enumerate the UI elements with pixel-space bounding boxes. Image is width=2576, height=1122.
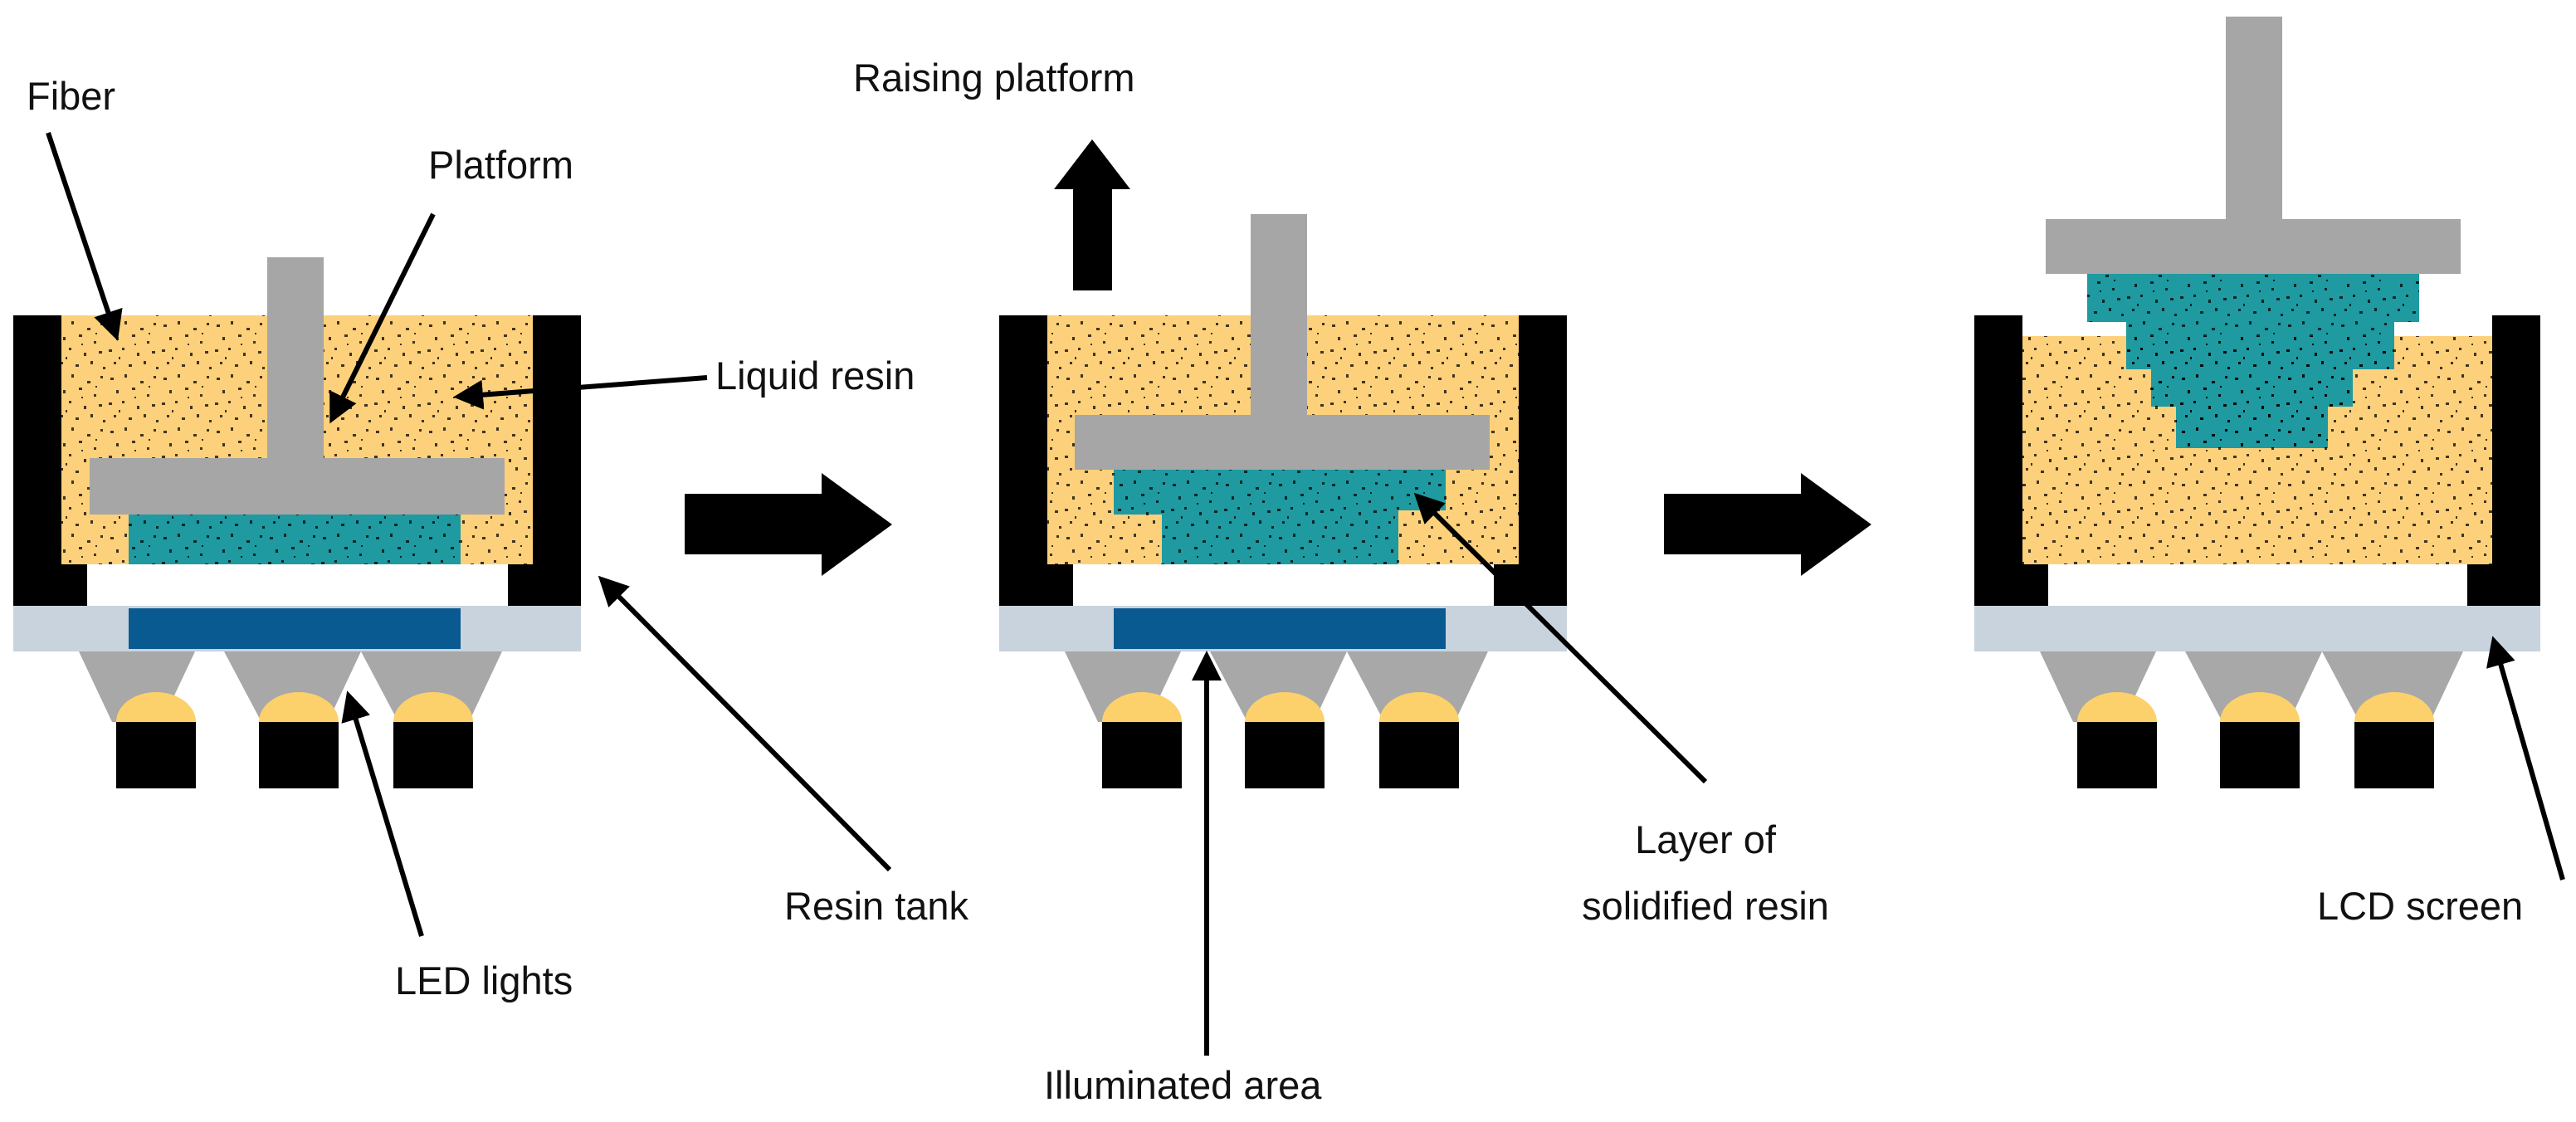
platform-shaft (2226, 17, 2282, 224)
platform-plate (2046, 219, 2461, 274)
process-arrow-2 (1664, 473, 1871, 576)
led-lights (2040, 651, 2463, 788)
resin-tank-right-wall (2467, 315, 2540, 606)
platform-shaft (267, 257, 324, 461)
resin-tank-right-wall (1494, 315, 1567, 606)
led-lights (1065, 651, 1488, 788)
raising-platform-arrow (1054, 139, 1130, 290)
label-solidified-resin: solidified resin (1582, 884, 1829, 928)
leader-resin-tank (598, 575, 892, 872)
resin-tank-left-wall (13, 315, 87, 606)
leader-led-lights (341, 690, 424, 937)
illuminated-area (129, 608, 461, 649)
label-raising-platform: Raising platform (853, 56, 1135, 100)
printed-part-speckle (2087, 274, 2419, 448)
leader-lines (46, 132, 2565, 1056)
label-illuminated-area: Illuminated area (1044, 1063, 1322, 1107)
resin-tank-left-wall (1974, 315, 2048, 606)
stage-1 (13, 257, 581, 788)
stage-2 (999, 214, 1567, 788)
label-liquid-resin: Liquid resin (715, 354, 915, 398)
label-led-lights: LED lights (395, 959, 573, 1002)
platform-shaft (1251, 214, 1307, 417)
leader-platform (329, 212, 436, 424)
illuminated-area (1114, 608, 1446, 649)
label-layer-of: Layer of (1635, 817, 1777, 861)
tank-film (2048, 564, 2467, 606)
label-lcd-screen: LCD screen (2317, 884, 2523, 928)
led-lights (79, 651, 502, 788)
tank-film (1073, 564, 1494, 606)
platform-plate (90, 458, 505, 515)
label-platform: Platform (428, 143, 573, 187)
leader-layer-solidified (1413, 492, 1708, 784)
tank-film (87, 564, 508, 606)
leader-fiber (46, 132, 123, 341)
lcd-screen (1974, 606, 2540, 651)
label-fiber: Fiber (27, 74, 115, 118)
platform-plate (1075, 415, 1490, 470)
leader-liquid-resin (453, 375, 708, 410)
label-resin-tank: Resin tank (784, 884, 969, 928)
resin-tank-left-wall (999, 315, 1073, 606)
leader-lcd-screen (2486, 636, 2565, 881)
stage-3 (1974, 17, 2540, 788)
process-arrow-1 (685, 473, 892, 576)
